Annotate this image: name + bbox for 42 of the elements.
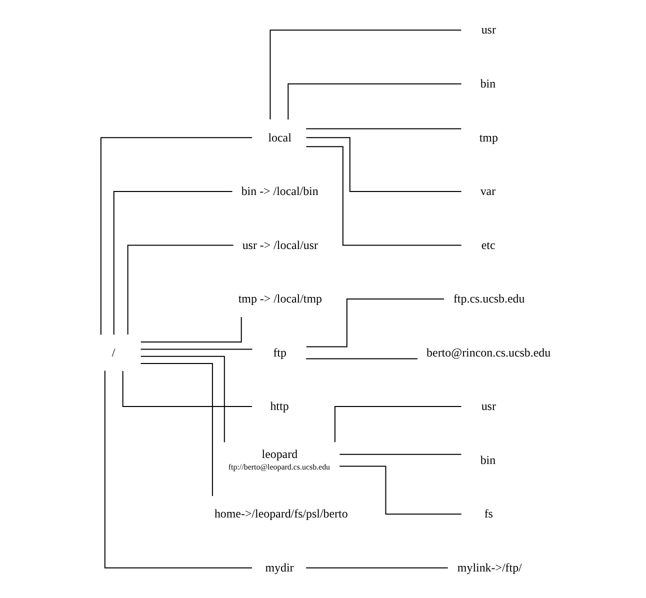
connector bbox=[140, 316, 242, 343]
connector bbox=[113, 190, 233, 336]
node-text: fs bbox=[484, 506, 493, 521]
connector bbox=[306, 298, 444, 348]
node-text: mylink->/ftp/ bbox=[457, 560, 522, 574]
connector bbox=[270, 30, 462, 120]
node-text: bin -> /local/bin bbox=[241, 184, 318, 198]
node-text: var bbox=[480, 184, 496, 198]
node-text: usr -> /local/usr bbox=[242, 238, 318, 252]
node-label: ftp://berto@leopard.cs.ucsb.edu bbox=[228, 462, 330, 472]
node-text: tmp bbox=[479, 130, 498, 144]
connector bbox=[339, 454, 462, 455]
node-text: ftp bbox=[273, 345, 286, 360]
connector bbox=[339, 466, 462, 515]
connector bbox=[140, 348, 253, 350]
node-text: bin bbox=[480, 452, 496, 467]
connector bbox=[306, 358, 418, 360]
node-text: local bbox=[268, 130, 292, 144]
node-text: etc bbox=[481, 238, 496, 252]
node-text: usr bbox=[481, 399, 496, 414]
connector bbox=[306, 567, 448, 568]
connector bbox=[100, 137, 253, 336]
node-text: tmp -> /local/tmp bbox=[238, 292, 322, 306]
connector bbox=[306, 128, 462, 130]
node-text: http bbox=[270, 399, 289, 414]
connector bbox=[104, 370, 252, 568]
node-text: home->/leopard/fs/psl/berto bbox=[214, 506, 348, 521]
node-text: bin bbox=[480, 76, 496, 90]
connector bbox=[140, 363, 213, 496]
connector bbox=[122, 370, 252, 408]
node-text: mydir bbox=[265, 560, 294, 574]
connector bbox=[288, 83, 462, 120]
connector bbox=[140, 356, 225, 443]
node-text: / bbox=[112, 345, 116, 360]
connector bbox=[306, 137, 462, 192]
connector bbox=[334, 406, 462, 443]
connector bbox=[306, 146, 462, 246]
node-text: ftp.cs.ucsb.edu bbox=[453, 292, 525, 306]
node-text: usr bbox=[481, 22, 496, 37]
connector bbox=[127, 244, 234, 336]
node-text: berto@rincon.cs.ucsb.edu bbox=[426, 345, 551, 360]
node-text: leopard bbox=[262, 446, 298, 461]
